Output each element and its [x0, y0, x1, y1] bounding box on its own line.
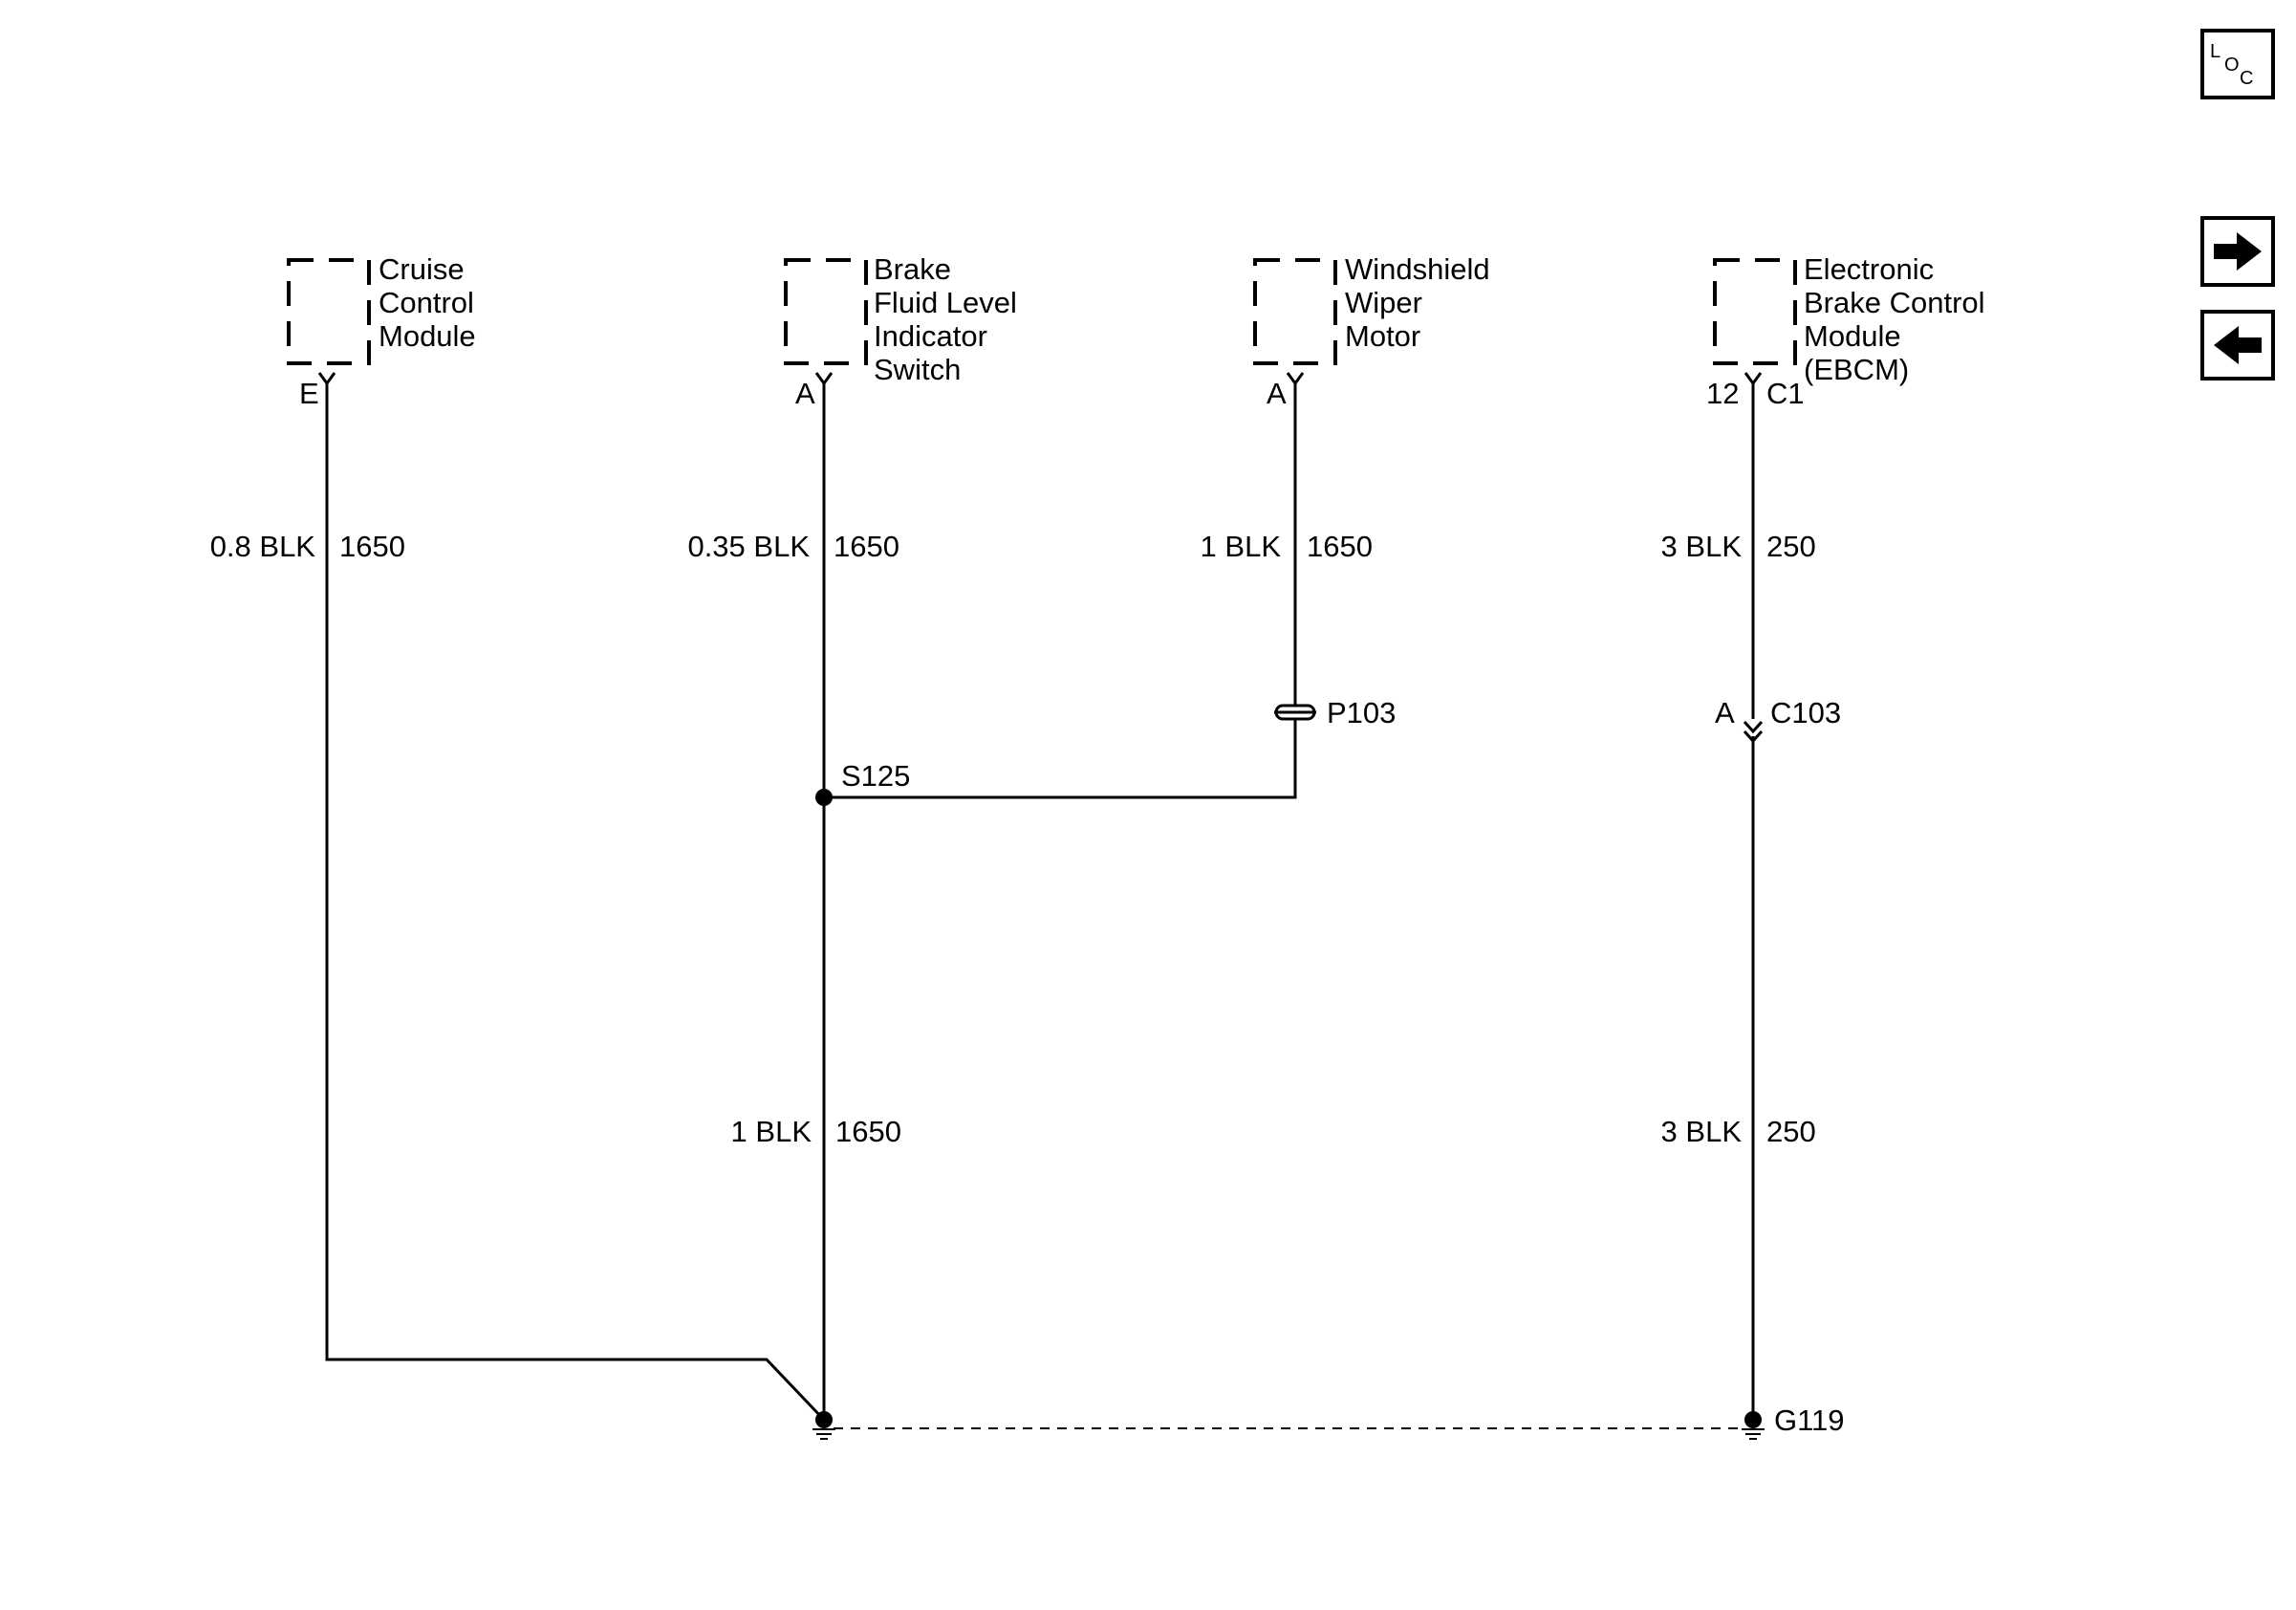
ground-left [812, 1411, 835, 1440]
ebcm-connector-label: C1 [1766, 377, 1805, 410]
ground-right-icon [1742, 1428, 1765, 1440]
ground-right-dot [1744, 1411, 1762, 1428]
brake-lower-wire-color-label: 1 BLK [731, 1115, 812, 1148]
loc-icon: L O C [2210, 41, 2253, 89]
arrow-left-icon [2214, 326, 2262, 364]
wiper-motor-box [1253, 258, 1337, 365]
pass-through-label: P103 [1327, 696, 1396, 729]
inline-connector-pin-label: A [1715, 696, 1735, 729]
brake-wire-circuit-label: 1650 [834, 530, 899, 563]
ebcm-label-line-3: Module [1804, 319, 1901, 353]
brake-switch-pin-label: A [795, 377, 815, 410]
cruise-label-line-2: Control [379, 286, 474, 319]
ebcm-box [1713, 258, 1797, 365]
brake-switch-box [784, 258, 868, 365]
wiper-label-line-2: Wiper [1345, 286, 1422, 319]
wiper-label-line-3: Motor [1345, 319, 1420, 353]
splice-dot [815, 789, 833, 806]
wiper-label-line-1: Windshield [1345, 252, 1490, 286]
next-button[interactable] [2200, 216, 2275, 287]
splice-label: S125 [841, 759, 910, 793]
loc-icon-letter-o: O [2224, 54, 2240, 76]
pass-through-p103: P103 [1274, 696, 1396, 729]
wiper-pin-label: A [1267, 377, 1287, 410]
ebcm-lower-wire-circuit-label: 250 [1766, 1115, 1816, 1148]
ebcm-wire-color-label: 3 BLK [1661, 530, 1743, 563]
ebcm-label-line-2: Brake Control [1804, 286, 1985, 319]
component-windshield-wiper-motor: Windshield Wiper Motor A [1253, 252, 1490, 410]
cruise-pin-symbol [317, 372, 336, 386]
brake-switch-label-line-1: Brake [874, 252, 951, 286]
inline-connector-label: C103 [1770, 696, 1841, 729]
wire-labels: 0.8 BLK 1650 0.35 BLK 1650 1 BLK 1650 3 … [210, 530, 1816, 1148]
arrow-right-icon [2214, 232, 2262, 271]
ebcm-lower-wire-color-label: 3 BLK [1661, 1115, 1743, 1148]
brake-switch-label-line-3: Indicator [874, 319, 987, 353]
ebcm-pin-symbol [1744, 372, 1763, 386]
ebcm-label-line-1: Electronic [1804, 252, 1934, 286]
inline-connector-symbol [1743, 720, 1764, 744]
loc-icon-letter-l: L [2210, 41, 2220, 62]
loc-button[interactable]: L O C [2200, 29, 2275, 99]
ground-label: G119 [1774, 1403, 1845, 1437]
wires [325, 383, 1755, 1429]
cruise-label-line-1: Cruise [379, 252, 465, 286]
cruise-label-line-3: Module [379, 319, 476, 353]
wire-cruise-1650 [325, 383, 826, 1422]
splice-s125: S125 [815, 759, 910, 806]
brake-wire-color-label: 0.35 BLK [687, 530, 810, 563]
ground-left-dot [815, 1411, 833, 1428]
brake-lower-wire-circuit-label: 1650 [835, 1115, 901, 1148]
wiper-wire-color-label: 1 BLK [1201, 530, 1282, 563]
component-cruise-control-module: Cruise Control Module E [287, 252, 476, 410]
ground-g119: G119 [1742, 1403, 1845, 1440]
cruise-wire-circuit-label: 1650 [339, 530, 405, 563]
prev-button[interactable] [2200, 310, 2275, 381]
ebcm-pin-label: 12 [1706, 377, 1739, 410]
cruise-wire-color-label: 0.8 BLK [210, 530, 316, 563]
brake-switch-label-line-4: Switch [874, 353, 961, 386]
component-ebcm: Electronic Brake Control Module (EBCM) 1… [1706, 252, 1985, 410]
component-brake-fluid-level-switch: Brake Fluid Level Indicator Switch A [784, 252, 1017, 410]
ground-left-icon [812, 1428, 835, 1440]
inline-connector-c103: A C103 [1715, 696, 1841, 744]
loc-icon-letter-c: C [2240, 68, 2253, 89]
wiper-wire-circuit-label: 1650 [1307, 530, 1373, 563]
brake-switch-label-line-2: Fluid Level [874, 286, 1017, 319]
wire-wiper-lower [824, 719, 1297, 799]
cruise-pin-label: E [299, 377, 319, 410]
brake-switch-pin-symbol [814, 372, 834, 386]
wiper-pin-symbol [1286, 372, 1305, 386]
cruise-module-box [287, 258, 371, 365]
ebcm-label-line-4: (EBCM) [1804, 353, 1909, 386]
ebcm-wire-circuit-label: 250 [1766, 530, 1816, 563]
